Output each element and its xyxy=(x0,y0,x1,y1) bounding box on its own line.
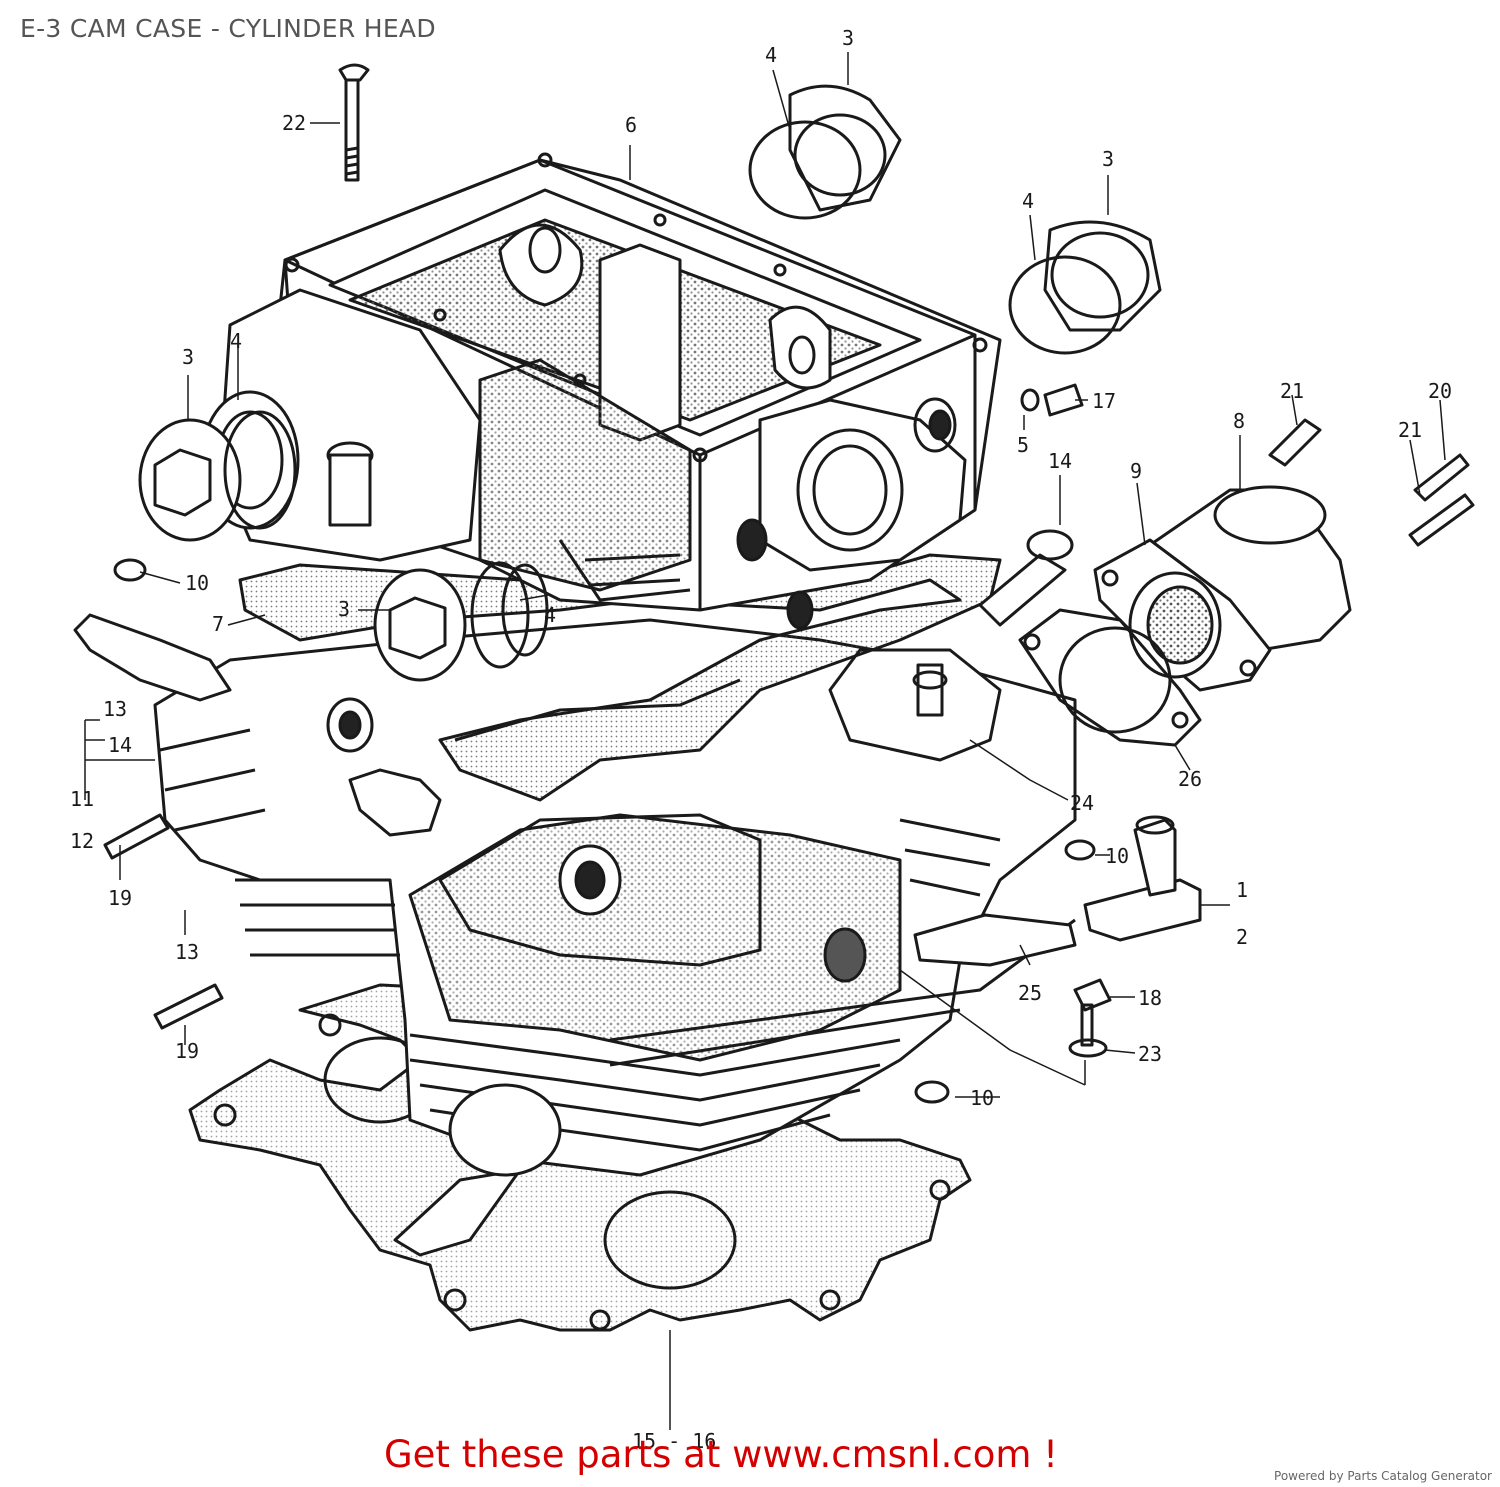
callout-18: 18 xyxy=(1138,986,1162,1010)
callout-2: 2 xyxy=(1236,925,1248,949)
callout-14b: 14 xyxy=(108,733,132,757)
page-title: E-3 CAM CASE - CYLINDER HEAD xyxy=(20,14,436,43)
callout-19a: 19 xyxy=(108,886,132,910)
cta-link[interactable]: Get these parts at www.cmsnl.com ! xyxy=(384,1433,1059,1476)
callout-3a: 3 xyxy=(842,26,854,50)
callout-21b: 21 xyxy=(1398,418,1422,442)
callout-17: 17 xyxy=(1092,389,1116,413)
cylinder-head xyxy=(153,618,1077,1177)
callout-13b: 13 xyxy=(175,940,199,964)
powered-by-text: Powered by Parts Catalog Generator xyxy=(1274,1469,1492,1483)
callout-12: 12 xyxy=(70,829,94,853)
callout-20: 20 xyxy=(1428,379,1452,403)
callout-23: 23 xyxy=(1138,1042,1162,1066)
callout-7: 7 xyxy=(212,612,224,636)
callout-4a: 4 xyxy=(765,43,777,67)
callout-14a: 14 xyxy=(1048,449,1072,473)
callout-11: 11 xyxy=(70,787,94,811)
callout-6: 6 xyxy=(625,113,637,137)
callout-10b: 10 xyxy=(1105,844,1129,868)
cam-case xyxy=(200,152,1002,630)
callout-4c: 4 xyxy=(230,329,242,353)
callout-13a: 13 xyxy=(103,697,127,721)
callout-24: 24 xyxy=(1070,791,1094,815)
callout-10c: 10 xyxy=(970,1086,994,1110)
callout-labels: 22 6 4 3 3 4 3 4 3 4 7 10 17 5 14 9 8 21… xyxy=(70,26,1452,1453)
callout-9: 9 xyxy=(1130,459,1142,483)
callout-3c: 3 xyxy=(182,345,194,369)
callout-3b: 3 xyxy=(1102,147,1114,171)
callout-1: 1 xyxy=(1236,878,1248,902)
tappet-caps xyxy=(138,84,1162,682)
leader-lines xyxy=(84,52,1446,1430)
callout-25: 25 xyxy=(1018,981,1042,1005)
callout-10a: 10 xyxy=(185,571,209,595)
fasteners xyxy=(73,63,1475,1104)
callout-4b: 4 xyxy=(1022,189,1034,213)
callout-19b: 19 xyxy=(175,1039,199,1063)
callout-15-16: 15 - 16 xyxy=(632,1429,716,1453)
callout-26: 26 xyxy=(1178,767,1202,791)
callout-8: 8 xyxy=(1233,409,1245,433)
callout-3d: 3 xyxy=(338,597,350,621)
callout-4d: 4 xyxy=(544,603,556,627)
callout-5: 5 xyxy=(1017,433,1029,457)
callout-21a: 21 xyxy=(1280,379,1304,403)
callout-22: 22 xyxy=(282,111,306,135)
intake-pipe-assembly xyxy=(1018,485,1352,747)
